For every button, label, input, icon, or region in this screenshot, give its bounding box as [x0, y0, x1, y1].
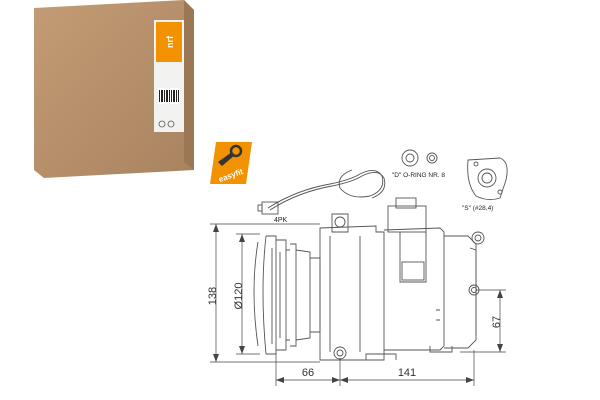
oring-label: "D" O-RING NR. 8	[392, 172, 445, 179]
s-flange-symbol	[467, 157, 508, 201]
box-side	[184, 0, 194, 170]
compressor-drawing: 4PK "D" O-RING NR. 8 "S" (#28,4) 138 Ø12…	[207, 149, 508, 386]
box-logo-text: nrf	[165, 35, 175, 48]
dim-side: 67	[491, 316, 503, 328]
connector-label: 4PK	[274, 217, 288, 224]
product-box: nrf	[34, 0, 194, 178]
oring-symbol	[401, 149, 438, 167]
wrench-icon	[218, 144, 243, 166]
dimension-arrows	[213, 224, 503, 383]
fragile-icon	[167, 120, 175, 128]
wire-harness	[257, 169, 386, 215]
dim-height-outer: 138	[207, 287, 219, 305]
pulley	[253, 235, 321, 355]
s-flange-label: "S" (#28,4)	[462, 205, 493, 212]
compressor-body	[319, 197, 485, 361]
easyfit-badge: easyfit	[210, 142, 252, 184]
recycle-icon	[158, 120, 166, 128]
dim-bottom-left: 66	[302, 367, 314, 379]
box-logo-panel	[156, 22, 182, 62]
dim-bottom-right: 141	[398, 367, 416, 379]
dimension-lines	[210, 223, 506, 386]
barcode-icon	[158, 88, 180, 104]
dim-diameter: Ø120	[233, 283, 245, 310]
